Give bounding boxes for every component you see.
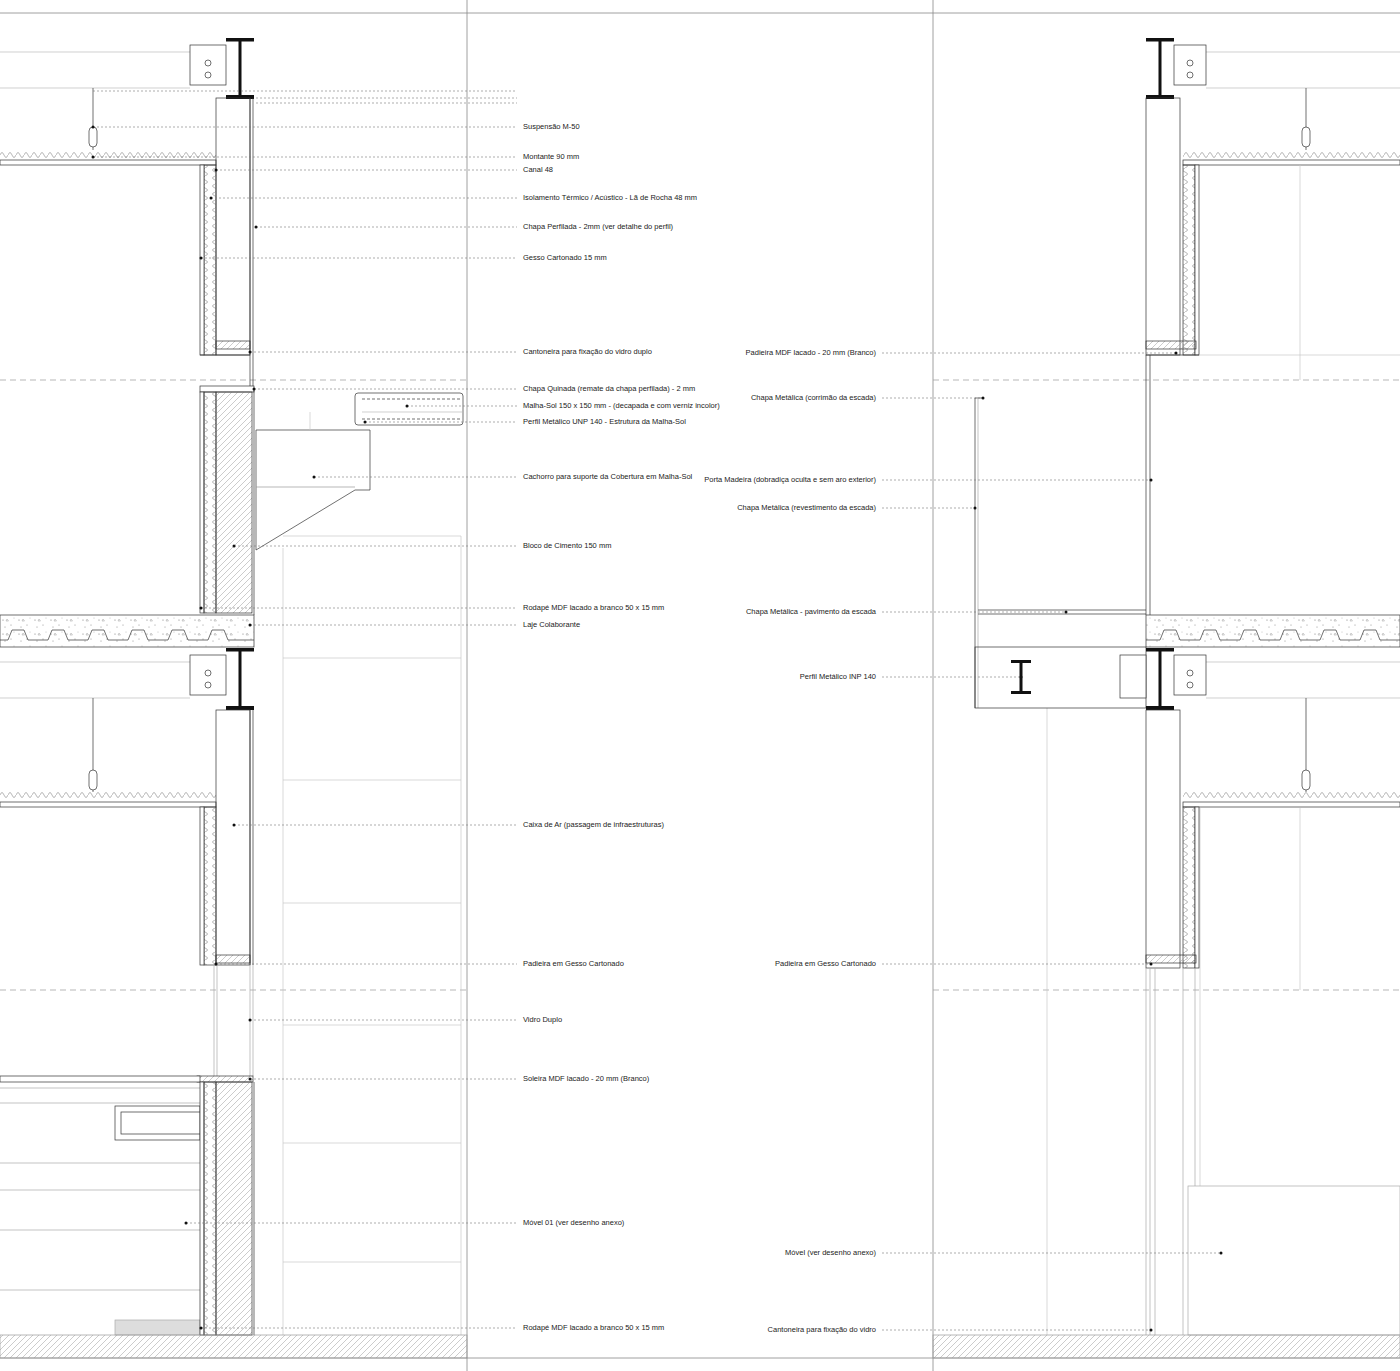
callout-label: Gesso Cartonado 15 mm <box>522 253 608 263</box>
callout-label: Móvel (ver desenho anexo) <box>784 1248 877 1258</box>
callout-label: Montante 90 mm <box>522 152 580 162</box>
callout-label: Chapa Metálica (corrimão da escada) <box>750 393 877 403</box>
callout-label: Chapa Perfilada - 2mm (ver detalhe do pe… <box>522 222 674 232</box>
callout-label: Isolamento Térmico / Acústico - Lã de Ro… <box>522 193 698 203</box>
callout-label: Padieira em Gesso Cartonado <box>774 959 877 969</box>
callout-label: Chapa Metálica - pavimento da escada <box>745 607 877 617</box>
callout-label: Cachorro para suporte da Cobertura em Ma… <box>522 472 693 482</box>
callout-label: Laje Colaborante <box>522 620 581 630</box>
callout-label: Vidro Duplo <box>522 1015 563 1025</box>
callout-label: Canal 48 <box>522 165 554 175</box>
callout-label: Padieira MDF lacado - 20 mm (Branco) <box>745 348 877 358</box>
callout-label: Malha-Sol 150 x 150 mm - (decapada e com… <box>522 401 721 411</box>
callout-label: Bloco de Cimento 150 mm <box>522 541 612 551</box>
callout-label: Cantoneira para fixação do vidro <box>767 1325 877 1335</box>
callout-label: Chapa Quinada (remate da chapa perfilada… <box>522 384 696 394</box>
leader-dots <box>92 126 1223 1332</box>
leader-lines <box>93 91 1221 1330</box>
cut-lines <box>0 380 1400 990</box>
callout-label: Perfil Metálico INP 140 <box>799 672 877 682</box>
callout-label: Móvel 01 (ver desenho anexo) <box>522 1218 625 1228</box>
callout-label: Soleira MDF lacado - 20 mm (Branco) <box>522 1074 650 1084</box>
callout-label: Chapa Metálica (revestimento da escada) <box>736 503 877 513</box>
right-section <box>933 38 1400 1358</box>
callout-label: Porta Madeira (dobradiça oculta e sem ar… <box>703 475 877 485</box>
callout-label: Cantoneira para fixação do vidro duplo <box>522 347 653 357</box>
callout-label: Rodapé MDF lacado a branco 50 x 15 mm <box>522 603 665 613</box>
callout-label: Padieira em Gesso Cartonado <box>522 959 625 969</box>
callout-label: Suspensão M-50 <box>522 122 581 132</box>
callout-label: Rodapé MDF lacado a branco 50 x 15 mm <box>522 1323 665 1333</box>
left-section <box>0 38 467 1358</box>
callout-label: Perfil Metálico UNP 140 - Estrutura da M… <box>522 417 687 427</box>
callout-label: Caixa de Ar (passagem de infraestruturas… <box>522 820 665 830</box>
